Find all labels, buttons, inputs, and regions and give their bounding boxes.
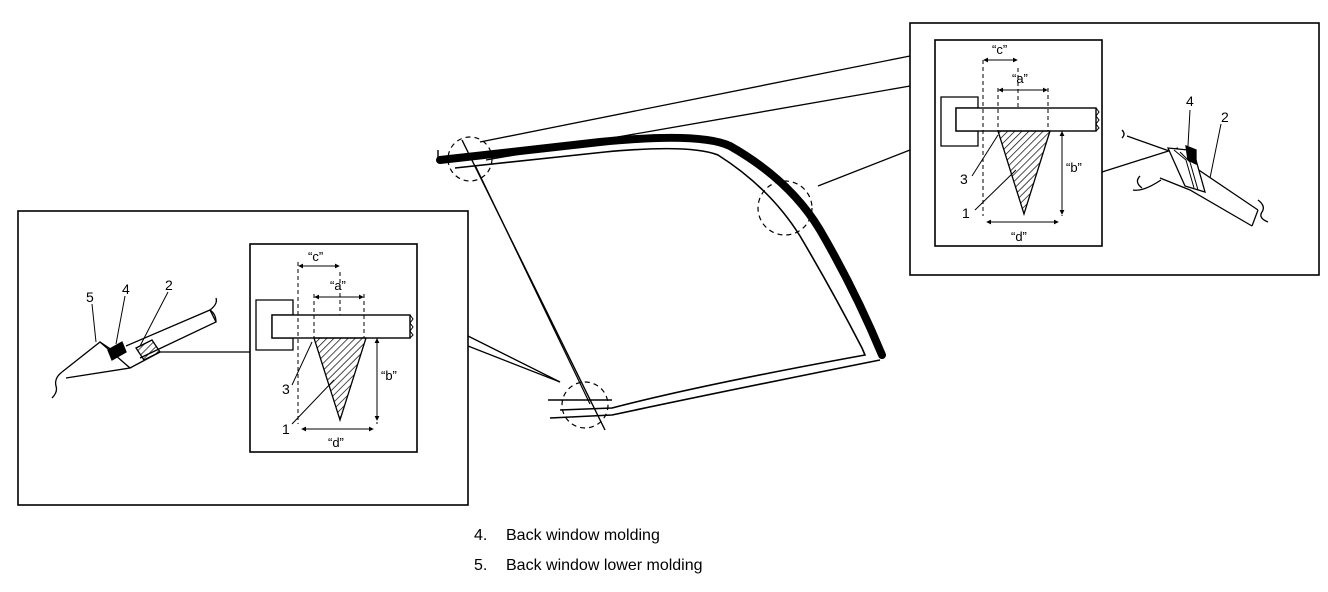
dim-d-label: “d” (328, 435, 344, 450)
detail-box-lower-molding: “c” “a” “b” “d” 3 1 5 (17, 210, 469, 506)
callout-circle-lower (561, 381, 609, 429)
glass-section (955, 107, 1097, 132)
legend-item: 4. Back window molding (474, 527, 660, 545)
callout-2-label: 2 (165, 277, 173, 293)
callout-circle-right (757, 180, 813, 236)
legend-text: Back window lower molding (506, 557, 703, 574)
adhesive-bead (997, 130, 1051, 217)
legend-number: 5. (474, 557, 488, 574)
callout-4-label: 4 (122, 281, 130, 297)
dim-b-label: “b” (1066, 160, 1082, 175)
dim-c-label: “c” (992, 42, 1007, 57)
detail-leader-lines (467, 55, 911, 383)
callout-3-label: 3 (282, 381, 290, 397)
upper-molding-sketch (1121, 129, 1269, 227)
lower-molding-sketch (51, 297, 218, 399)
callout-2-label: 2 (1221, 109, 1229, 125)
glass-section (271, 314, 411, 339)
legend-number: 4. (474, 527, 488, 544)
callout-1-label: 1 (962, 205, 970, 221)
callout-5-label: 5 (86, 289, 94, 305)
legend-text: Back window molding (506, 527, 660, 544)
dim-b-label: “b” (381, 368, 397, 383)
dim-c-label: “c” (308, 249, 323, 264)
callout-4-label: 4 (1186, 93, 1194, 109)
callout-3-label: 3 (960, 171, 968, 187)
back-window-outline (436, 133, 886, 431)
dim-a-label: “a” (330, 278, 346, 293)
detail-box-upper-molding: “c” “a” “b” “d” 3 1 4 2 (909, 22, 1320, 276)
callout-1-label: 1 (282, 421, 290, 437)
dim-a-label: “a” (1012, 71, 1028, 86)
adhesive-bead (313, 337, 367, 423)
dim-d-label: “d” (1011, 229, 1027, 244)
legend-item: 5. Back window lower molding (474, 557, 703, 575)
